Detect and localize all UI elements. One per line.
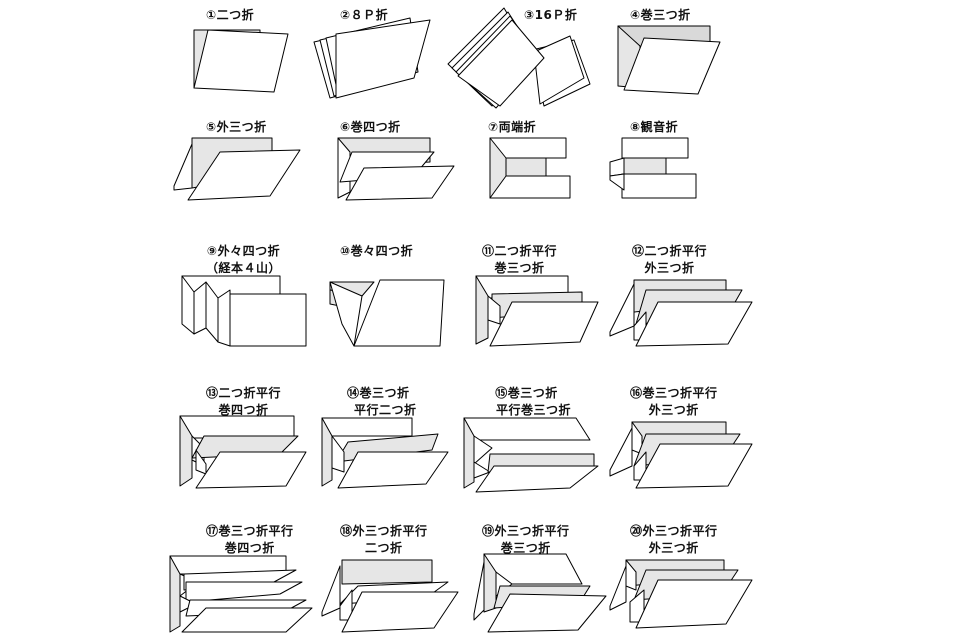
- fold-diagram-18: [321, 559, 459, 633]
- fold-diagram-09: [181, 275, 307, 347]
- fold-diagram-05: [173, 137, 301, 201]
- label-10: ⑩巻々四つ折: [340, 244, 414, 258]
- label-07: ⑦両端折: [488, 120, 537, 134]
- label-19: ⑲外三つ折平行巻三つ折: [482, 524, 570, 555]
- fold-diagram-08: [609, 137, 697, 199]
- fold-diagram-07: [489, 137, 571, 199]
- fold-diagram-06: [337, 137, 455, 201]
- label-16: ⑯巻三つ折平行外三つ折: [630, 386, 718, 417]
- label-04: ④巻三つ折: [630, 8, 691, 22]
- label-09: ⑨外々四つ折（経本４山）: [206, 244, 282, 275]
- label-17: ⑰巻三つ折平行巻四つ折: [206, 524, 294, 555]
- label-11: ⑪二つ折平行巻三つ折: [482, 244, 558, 275]
- fold-diagram-03: [447, 7, 591, 109]
- label-06: ⑥巻四つ折: [340, 120, 401, 134]
- label-03: ③16Ｐ折: [524, 8, 578, 22]
- fold-diagram-16: [609, 421, 753, 489]
- fold-diagram-20: [609, 559, 753, 629]
- label-20: ⑳外三つ折平行外三つ折: [630, 524, 718, 555]
- fold-diagram-11: [475, 275, 599, 347]
- fold-diagram-14: [321, 417, 449, 489]
- fold-diagram-19: [473, 553, 607, 633]
- label-14: ⑭巻三つ折平行二つ折: [347, 386, 417, 417]
- fold-diagram-17: [169, 555, 313, 633]
- label-15: ⑮巻三つ折平行巻三つ折: [495, 386, 572, 417]
- label-01: ①二つ折: [206, 8, 255, 22]
- fold-diagram-12: [609, 279, 753, 347]
- label-18: ⑱外三つ折平行二つ折: [340, 524, 428, 555]
- fold-diagram-10: [329, 279, 445, 347]
- label-12: ⑫二つ折平行外三つ折: [632, 244, 708, 275]
- fold-diagram-13: [179, 415, 307, 489]
- label-08: ⑧観音折: [630, 120, 679, 134]
- label-02: ②８Ｐ折: [340, 8, 389, 22]
- fold-diagram-02: [313, 17, 431, 99]
- fold-diagram-04: [617, 25, 721, 95]
- label-13: ⑬二つ折平行巻四つ折: [206, 386, 282, 417]
- fold-diagram-01: [193, 29, 289, 93]
- label-05: ⑤外三つ折: [206, 120, 267, 134]
- fold-diagram-15: [463, 417, 599, 493]
